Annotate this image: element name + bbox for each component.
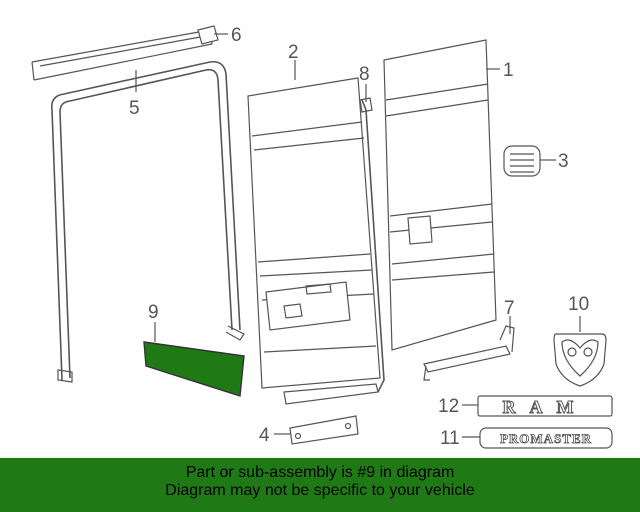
part-9-highlighted-panel[interactable] [143, 341, 245, 397]
callout-5: 5 [129, 98, 140, 119]
callout-9: 9 [148, 302, 159, 323]
leader-lines [135, 33, 581, 438]
footer-banner: Part or sub-assembly is #9 in diagram Di… [0, 458, 640, 512]
callout-1: 1 [503, 60, 514, 81]
callout-11: 11 [440, 428, 460, 449]
callout-10: 10 [568, 294, 589, 315]
callout-4: 4 [259, 425, 270, 446]
part-4-bracket[interactable] [289, 415, 359, 445]
part-11-promaster-badge[interactable]: PROMASTER [479, 427, 613, 449]
part-5-door-seal[interactable] [50, 60, 245, 383]
part-3-vent-grille[interactable] [503, 145, 541, 177]
part-6-upper-rail[interactable] [31, 25, 219, 81]
callout-3: 3 [558, 151, 569, 172]
part-8-weatherstrip[interactable] [359, 97, 385, 393]
callout-7: 7 [504, 298, 515, 319]
callout-2: 2 [288, 42, 299, 63]
parts-diagram: RAM PROMASTER 1 2 3 4 5 6 7 8 9 10 11 12 [31, 25, 613, 449]
promaster-badge-text: PROMASTER [500, 431, 592, 446]
part-2-left-rear-door[interactable] [247, 77, 381, 389]
callout-8: 8 [359, 64, 370, 85]
ram-badge-text: RAM [503, 397, 588, 417]
part-12-ram-badge[interactable]: RAM [477, 395, 613, 418]
part-1-right-rear-door[interactable] [383, 39, 497, 351]
callout-6: 6 [231, 25, 242, 46]
callout-12: 12 [438, 396, 459, 417]
footer-line-1: Part or sub-assembly is #9 in diagram [185, 464, 455, 481]
footer-line-2: Diagram may not be specific to your vehi… [165, 482, 475, 499]
lower-hinge-strip [283, 383, 379, 405]
part-10-ram-emblem[interactable] [553, 333, 607, 387]
callout-labels: 1 2 3 4 5 6 7 8 9 10 11 12 [129, 25, 589, 449]
